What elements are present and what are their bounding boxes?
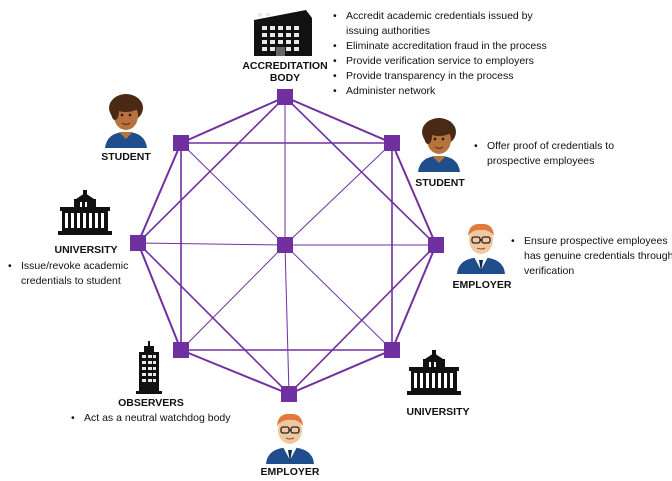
list-item: Issue/revoke academic credentials to stu… <box>8 259 171 289</box>
list-item: Provide verification service to employer… <box>333 54 556 69</box>
network-nodes <box>130 89 444 402</box>
university-left-building-icon <box>58 190 112 235</box>
node-university-left <box>130 235 146 251</box>
accreditation-body-label: ACCREDITATION BODY <box>240 60 330 84</box>
accreditation-label-line2: BODY <box>269 72 301 84</box>
center-spokes <box>137 97 436 395</box>
student-right-avatar-icon <box>418 118 460 172</box>
student-left-avatar-icon <box>105 94 147 148</box>
employer-bottom-avatar-icon <box>266 413 314 464</box>
employer-right-avatar-icon <box>457 223 505 274</box>
accreditation-label-line1: ACCREDITATION <box>242 60 328 72</box>
list-item: Accredit academic credentials issued by … <box>333 9 556 39</box>
octagon-edges <box>137 96 437 395</box>
employer-roles-list: Ensure prospective employees has genuine… <box>511 234 672 279</box>
university-right-label: UNIVERSITY <box>406 406 470 418</box>
node-employer-bottom <box>281 386 297 402</box>
list-item: Offer proof of credentials to prospectiv… <box>474 139 647 169</box>
student-roles-list: Offer proof of credentials to prospectiv… <box>474 139 647 169</box>
accreditation-roles-list: Accredit academic credentials issued by … <box>333 9 556 99</box>
university-left-label: UNIVERSITY <box>54 244 118 256</box>
accreditation-building-icon <box>254 10 312 56</box>
node-student-right <box>384 135 400 151</box>
observers-building-icon <box>136 341 162 394</box>
list-item: Eliminate accreditation fraud in the pro… <box>333 39 556 54</box>
node-center <box>277 237 293 253</box>
university-roles-list: Issue/revoke academic credentials to stu… <box>8 259 171 289</box>
list-item: Administer network <box>333 84 556 99</box>
list-item: Act as a neutral watchdog body <box>71 411 231 426</box>
student-left-label: STUDENT <box>101 151 151 163</box>
employer-right-label: EMPLOYER <box>452 279 512 291</box>
node-observers <box>173 342 189 358</box>
observers-roles-list: Act as a neutral watchdog body <box>71 411 231 426</box>
observers-label: OBSERVERS <box>118 397 184 409</box>
employer-bottom-label: EMPLOYER <box>260 466 320 478</box>
node-accreditation <box>277 89 293 105</box>
list-item: Provide transparency in the process <box>333 69 556 84</box>
node-student-left <box>173 135 189 151</box>
list-item: Ensure prospective employees has genuine… <box>511 234 672 279</box>
node-university-right <box>384 342 400 358</box>
student-right-label: STUDENT <box>415 177 465 189</box>
university-right-building-icon <box>407 350 461 395</box>
node-employer-right <box>428 237 444 253</box>
